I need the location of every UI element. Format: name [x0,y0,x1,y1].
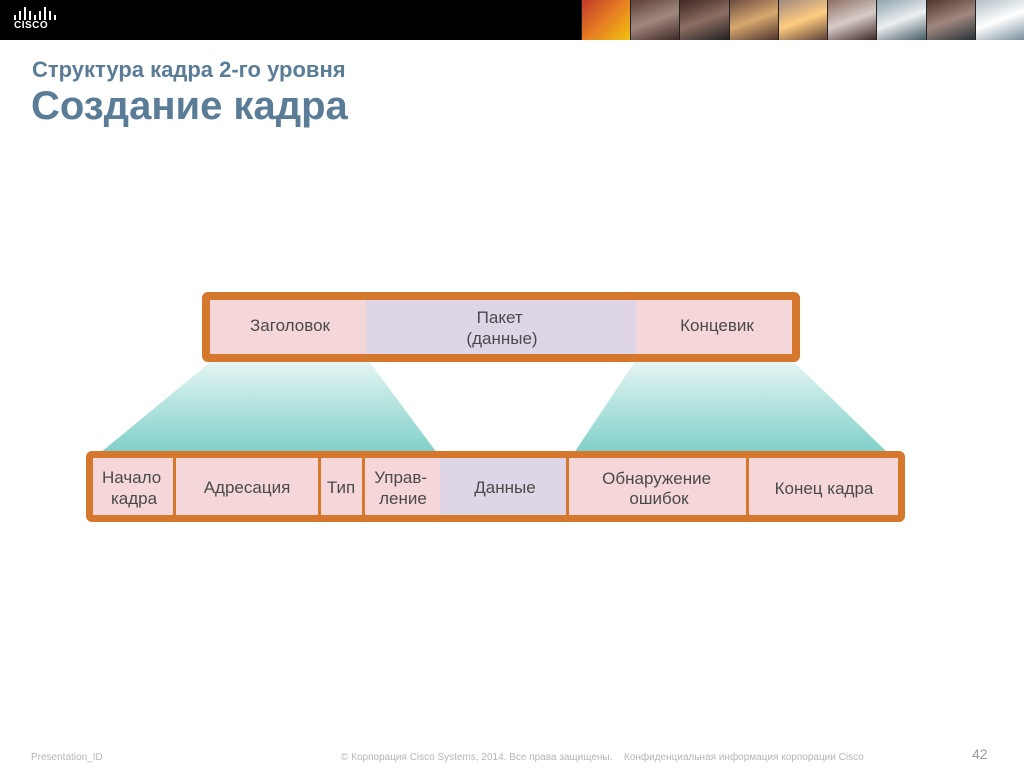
top-cell-trailer [636,300,792,354]
top-label-packet: Пакет (данные) [466,308,537,348]
bottom-cell-data [440,458,566,515]
bottom-cell-control [365,458,440,515]
bottom-label-error-detection: Обнаружение ошибок [602,469,716,508]
bottom-label-frame-start: Начало кадра [102,468,166,508]
bottom-label-data: Данные [474,478,535,497]
bottom-cell-frame-end [749,458,898,515]
slide-subtitle: Структура кадра 2-го уровня [32,57,346,82]
bottom-label-addressing: Адресация [204,478,291,497]
slide-title: Создание кадра [31,84,348,128]
bottom-label-frame-end: Конец кадра [775,479,874,498]
right-funnel [574,360,888,453]
bottom-cell-error-detection [569,458,746,515]
page-number: 42 [972,746,988,762]
left-funnel [100,360,437,453]
top-label-header: Заголовок [250,316,330,335]
bottom-label-control: Управ- ление [374,468,432,508]
top-cell-header [210,300,366,354]
top-label-trailer: Концевик [680,316,754,335]
bottom-label-type: Тип [327,478,355,497]
banner-photo-strip [581,0,1024,40]
footer-copyright: © Корпорация Cisco Systems, 2014. Все пр… [341,752,613,763]
cisco-bars-icon [14,6,60,20]
bottom-cell-addressing [176,458,318,515]
top-banner: CISCO [0,0,1024,40]
footer-presentation-id: Presentation_ID [31,752,103,763]
cisco-logo: CISCO [14,6,60,34]
cisco-wordmark: CISCO [14,20,49,31]
bottom-cell-frame-start [93,458,173,515]
bottom-cell-type [321,458,362,515]
top-cell-packet [366,300,636,354]
footer-confidential: Конфиденциальная информация корпорации C… [624,752,864,763]
